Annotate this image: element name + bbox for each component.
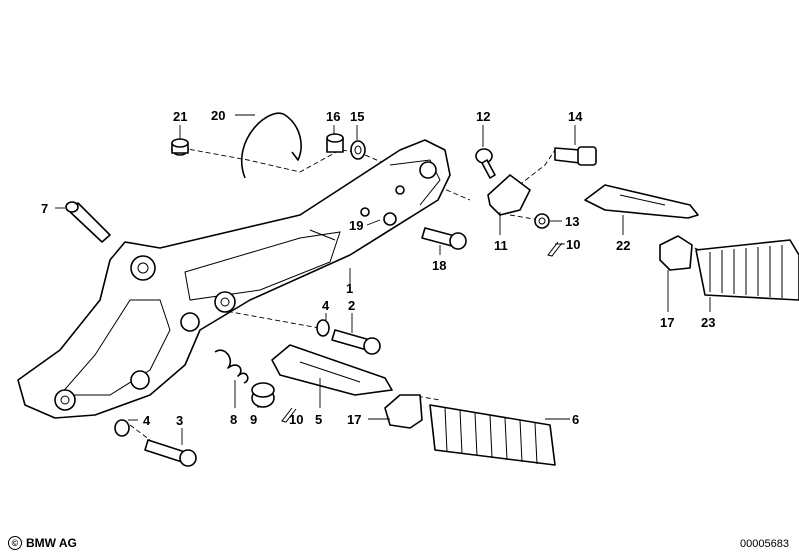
callout-17-lower: 17 (347, 412, 361, 427)
washer-15 (350, 140, 366, 160)
callout-9: 9 (250, 412, 257, 427)
cotter-pin-upper (547, 241, 563, 257)
washer-13 (534, 213, 550, 229)
nut-16 (326, 133, 344, 153)
callout-10-lower: 10 (289, 412, 303, 427)
copyright-brand: © BMW AG (8, 536, 77, 550)
footrest-bracket (17, 139, 451, 419)
footrest-plate-lower (271, 344, 393, 396)
callout-12: 12 (476, 109, 490, 124)
callout-1: 1 (346, 281, 353, 296)
callout-21: 21 (173, 109, 187, 124)
callout-10-upper: 10 (566, 237, 580, 252)
callout-4-lower: 4 (143, 413, 151, 428)
spring-clip (240, 112, 302, 179)
washer-4-upper (316, 319, 330, 337)
callout-labels: 21 20 16 15 12 14 7 19 13 10 11 22 18 1 … (41, 108, 715, 428)
callout-19: 19 (349, 218, 363, 233)
footrest-plate-upper (584, 184, 699, 219)
footpeg-cap-lower (384, 394, 423, 429)
bolt-2 (331, 329, 381, 355)
spring-8 (214, 349, 249, 384)
callout-2: 2 (348, 298, 355, 313)
callout-15: 15 (350, 109, 364, 124)
callout-7: 7 (41, 201, 48, 216)
nut-21 (171, 138, 189, 156)
cotter-pin-lower (281, 407, 297, 423)
callout-6: 6 (572, 412, 579, 427)
bracket-11 (487, 174, 531, 216)
callout-3: 3 (176, 413, 183, 428)
bolt-3 (144, 439, 197, 467)
bushing-9 (251, 382, 275, 408)
footpeg-rubber-lower (429, 404, 556, 466)
callout-16: 16 (326, 109, 340, 124)
callout-23: 23 (701, 315, 715, 330)
pin-12 (475, 148, 496, 179)
bolt-14 (554, 146, 597, 166)
callout-18: 18 (432, 258, 446, 273)
callout-13: 13 (565, 214, 579, 229)
callout-4-upper: 4 (322, 298, 330, 313)
callout-17-upper: 17 (660, 315, 674, 330)
leader-lines (55, 114, 711, 445)
footpeg-rubber-upper (695, 239, 799, 301)
diagram-number: 00005683 (740, 538, 789, 550)
callout-8: 8 (230, 412, 237, 427)
callout-11: 11 (494, 238, 508, 253)
brand-name: BMW AG (26, 536, 77, 550)
washer-4-lower (114, 419, 130, 437)
callout-5: 5 (315, 412, 322, 427)
callout-14: 14 (568, 109, 583, 124)
callout-20: 20 (211, 108, 225, 123)
pin-7 (65, 201, 111, 243)
bolt-18 (421, 227, 467, 250)
callout-22: 22 (616, 238, 630, 253)
copyright-icon: © (8, 536, 22, 550)
footpeg-cap-upper (659, 235, 693, 271)
